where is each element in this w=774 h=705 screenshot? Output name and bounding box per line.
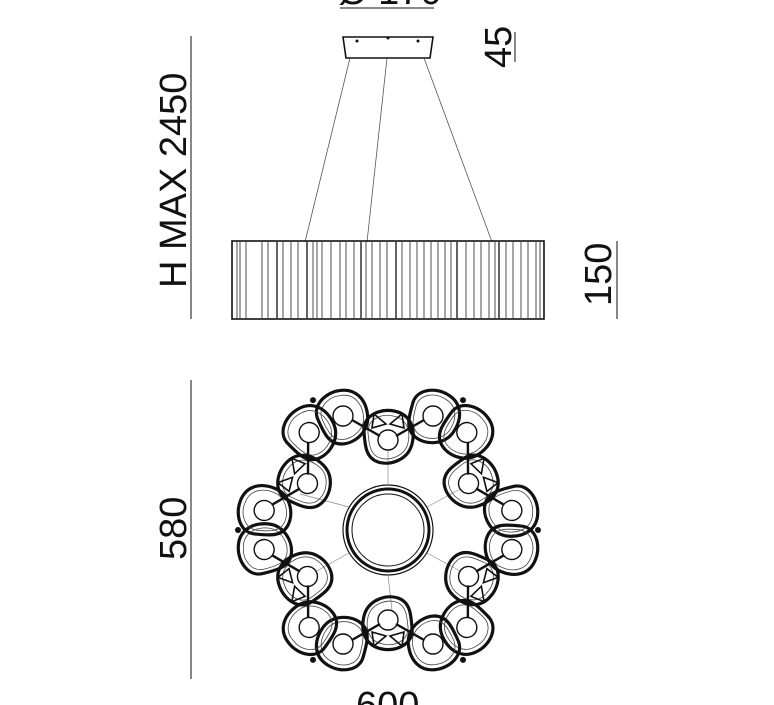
canopy [342, 36, 434, 59]
bulb [298, 421, 320, 444]
bulb-arm [351, 622, 425, 642]
glass-petal [437, 403, 495, 460]
glass-petal [483, 523, 540, 576]
bulb [332, 405, 354, 427]
max-height-label: H MAX 2450 [153, 73, 195, 288]
bulb [377, 609, 399, 631]
bulb-arm [466, 442, 505, 506]
petal-cluster [314, 595, 462, 672]
canopy-screw-mid [386, 36, 390, 40]
bulb [456, 616, 478, 639]
glass-petal [236, 484, 293, 537]
petal-cluster [236, 522, 339, 657]
cluster-joint [310, 656, 316, 663]
cluster-joint [460, 656, 466, 663]
bulb-arm [466, 554, 505, 618]
shade-pleats [236, 242, 541, 318]
bulb [253, 499, 275, 522]
plan-view: 580 600 [153, 380, 541, 705]
bulb-holder [469, 567, 500, 603]
bulb [298, 616, 320, 639]
bulb [296, 565, 319, 588]
petal-cluster [438, 523, 540, 656]
bulb [296, 472, 319, 495]
bulb [501, 538, 523, 561]
shade-height-label: 150 [578, 243, 620, 306]
bulb-holder [276, 567, 307, 603]
glass-petal-clusters [235, 388, 541, 672]
petal-cluster [236, 404, 338, 537]
center-hub [342, 484, 434, 576]
bulb [332, 633, 354, 655]
bulb [377, 429, 399, 451]
cable-middle [366, 57, 388, 243]
bulb [501, 499, 523, 522]
bulb-holder [469, 457, 500, 493]
bulb [457, 565, 480, 588]
cluster-joint [235, 527, 241, 533]
diameter-top-label: Ø 170 [338, 0, 442, 13]
glass-petal [442, 453, 500, 509]
glass-petal [281, 600, 339, 657]
canopy-height-label: 45 [478, 26, 520, 68]
glass-petal [361, 595, 414, 652]
side-elevation: Ø 170 [153, 0, 620, 320]
glass-petal [276, 551, 334, 607]
glass-petal [362, 408, 415, 465]
bulb-arm [271, 442, 310, 506]
depth-label: 580 [153, 497, 195, 560]
width-label: 600 [356, 685, 419, 705]
glass-petal [444, 550, 500, 607]
bulb [422, 405, 444, 427]
bulb-arm [351, 418, 425, 438]
bulb [456, 421, 478, 444]
cable-right [423, 57, 493, 243]
bulb-arm [271, 554, 310, 618]
glass-petal [406, 614, 462, 672]
lamp-shade [231, 240, 545, 320]
petal-cluster [437, 403, 540, 538]
bulb-holder [371, 630, 405, 648]
bulb-holder [276, 457, 307, 493]
cluster-joint [535, 527, 541, 533]
canopy-screw-left [355, 39, 359, 43]
bulb-holder [371, 412, 405, 430]
bulb [457, 472, 480, 495]
cluster-joint [460, 397, 466, 404]
glass-petal [276, 453, 332, 510]
petal-cluster [314, 388, 462, 465]
bulb [422, 633, 444, 655]
canopy-screw-right [416, 39, 420, 43]
cable-left [304, 57, 351, 243]
bulb [253, 538, 275, 561]
cluster-joint [310, 397, 316, 404]
